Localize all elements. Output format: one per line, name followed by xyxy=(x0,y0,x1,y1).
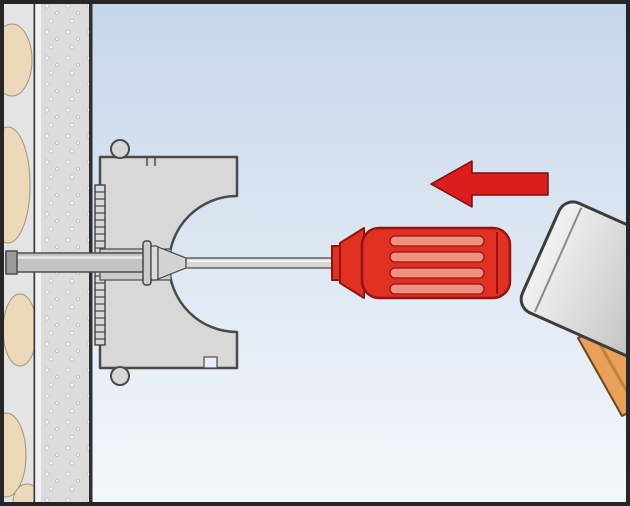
hammer-head xyxy=(519,200,630,389)
clamp-bottom-notch xyxy=(203,356,218,369)
screwdriver-shaft xyxy=(185,257,337,269)
handle-grooves xyxy=(389,235,485,295)
screw-washer xyxy=(142,240,152,286)
clamp-top-knob xyxy=(110,139,130,159)
clamp-top-ticks xyxy=(146,157,156,166)
masonry-blob xyxy=(3,412,27,498)
handle-groove xyxy=(389,235,485,247)
masonry-blob xyxy=(3,293,34,367)
handle-neck xyxy=(339,227,365,299)
masonry-blobs xyxy=(3,23,34,503)
anchor-sleeve xyxy=(5,250,147,275)
direction-arrow-icon xyxy=(430,160,549,208)
hammer-face-line xyxy=(534,207,583,313)
masonry-blob xyxy=(3,23,33,97)
handle-groove xyxy=(389,267,485,279)
handle-groove xyxy=(389,283,485,295)
sleeve-end-cap xyxy=(5,250,18,275)
handle-groove xyxy=(389,251,485,263)
masonry-blob xyxy=(3,126,31,244)
hammer-head-group xyxy=(519,200,630,389)
screwdriver xyxy=(331,226,512,300)
screw-collar xyxy=(150,245,159,281)
clamp-bottom-knob xyxy=(110,366,130,386)
sleeve-rod xyxy=(5,252,147,273)
